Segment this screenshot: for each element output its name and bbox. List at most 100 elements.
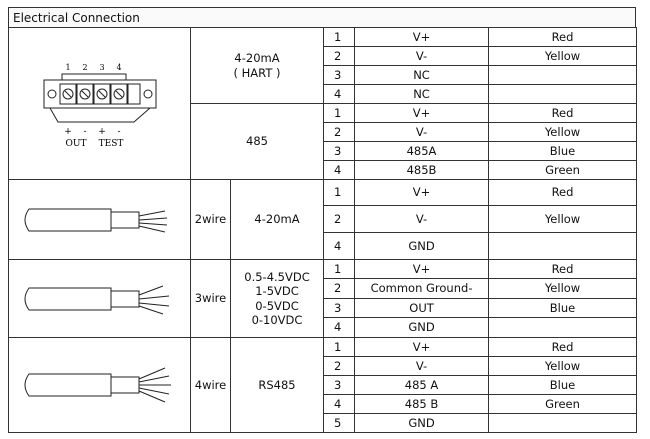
wire-color: Yellow bbox=[488, 46, 638, 66]
wire-color: Red bbox=[488, 27, 638, 47]
pin-number: 1 bbox=[323, 337, 356, 357]
pin-function: GND bbox=[354, 413, 490, 433]
pin-function: 485B bbox=[354, 160, 490, 180]
table-row: 2wire 4-20mA 1 V+ Red bbox=[8, 179, 638, 260]
terminal-sign: + bbox=[64, 127, 72, 137]
pin-number: 5 bbox=[323, 413, 356, 433]
pin-number: 2 bbox=[323, 205, 356, 233]
pin-number: 3 bbox=[323, 141, 356, 161]
wire-color: Red bbox=[488, 337, 638, 357]
pin-function: V- bbox=[354, 205, 490, 233]
wire-color bbox=[488, 317, 638, 338]
pin-number: 4 bbox=[323, 317, 356, 338]
pin-function: 485A bbox=[354, 141, 490, 161]
wire-color: Red bbox=[488, 259, 638, 279]
wire-color: Blue bbox=[488, 298, 638, 318]
terminal-block-icon: 1 2 3 4 bbox=[43, 63, 156, 149]
table-row: 3 NC bbox=[9, 65, 638, 85]
table-row: 4wire RS485 1 V+ Red bbox=[8, 337, 638, 433]
terminal-number: 1 bbox=[65, 63, 70, 72]
pin-function: GND bbox=[354, 232, 490, 260]
pin-function: NC bbox=[354, 65, 490, 85]
terminal-number: 3 bbox=[99, 63, 104, 72]
table-row: 2 V- Yellow bbox=[9, 46, 638, 66]
terminal-number: 4 bbox=[116, 63, 121, 72]
terminal-number: 2 bbox=[82, 63, 87, 72]
pin-function: V+ bbox=[354, 259, 490, 279]
wire-color: Green bbox=[488, 394, 638, 414]
table-row: 1 2 3 4 bbox=[8, 27, 638, 180]
pin-number: 2 bbox=[323, 46, 356, 66]
pin-function: NC bbox=[354, 84, 490, 104]
wire-color bbox=[488, 84, 638, 104]
pin-number: 2 bbox=[323, 122, 356, 142]
pin-function: V- bbox=[354, 46, 490, 66]
wire-color: Red bbox=[488, 179, 638, 206]
wire-color: Red bbox=[488, 103, 638, 123]
pin-number: 3 bbox=[323, 65, 356, 85]
table-row: 4 485B Green bbox=[9, 160, 638, 180]
wire-type: 4wire bbox=[190, 337, 231, 433]
wire-color: Yellow bbox=[488, 356, 638, 376]
cable-4wire-icon bbox=[24, 367, 171, 403]
terminal-block-diagram: 1 2 3 4 bbox=[8, 27, 191, 180]
signal-cell: 4-20mA( HART ) bbox=[189, 27, 325, 104]
pin-number: 2 bbox=[323, 278, 356, 299]
pin-function: V+ bbox=[354, 27, 490, 47]
signal-cell: RS485 bbox=[229, 337, 325, 433]
signal-cell: 485 bbox=[189, 103, 325, 180]
signal-cell: 0.5-4.5VDC 1-5VDC 0-5VDC 0-10VDC bbox=[229, 259, 325, 338]
cable-3wire-icon bbox=[24, 285, 169, 314]
pin-function: V+ bbox=[354, 179, 490, 206]
signal-cell: 4-20mA bbox=[229, 179, 325, 260]
pin-number: 4 bbox=[323, 84, 356, 104]
cable-3wire-diagram bbox=[8, 259, 191, 338]
table-row: 5 GND bbox=[9, 413, 638, 433]
table-row: 2 Common Ground- Yellow bbox=[9, 278, 638, 299]
wire-type: 2wire bbox=[190, 179, 231, 260]
pin-function: V+ bbox=[354, 337, 490, 357]
pin-number: 4 bbox=[323, 232, 356, 260]
wire-color: Blue bbox=[488, 141, 638, 161]
terminal-sign: - bbox=[83, 127, 86, 137]
wire-color bbox=[488, 232, 638, 260]
wire-color: Yellow bbox=[488, 122, 638, 142]
table-row: 4 NC bbox=[9, 84, 638, 104]
table-row: 4 GND bbox=[9, 317, 638, 338]
wire-type: 3wire bbox=[190, 259, 231, 338]
pin-function: GND bbox=[354, 317, 490, 338]
pin-number: 1 bbox=[323, 259, 356, 279]
pin-function: V- bbox=[354, 122, 490, 142]
wire-color bbox=[488, 413, 638, 433]
wire-color: Yellow bbox=[488, 278, 638, 299]
pin-number: 4 bbox=[323, 160, 356, 180]
pin-function: 485 B bbox=[354, 394, 490, 414]
pin-number: 4 bbox=[323, 394, 356, 414]
table-row: 2 V- Yellow bbox=[9, 356, 638, 376]
wire-color bbox=[488, 65, 638, 85]
connection-table: 1 2 3 4 bbox=[8, 27, 638, 433]
pin-number: 1 bbox=[323, 27, 356, 47]
pin-function: OUT bbox=[354, 298, 490, 318]
terminal-label-out: OUT bbox=[65, 139, 86, 149]
wire-color: Green bbox=[488, 160, 638, 180]
table-row: 2 V- Yellow bbox=[9, 205, 638, 233]
pin-function: Common Ground- bbox=[354, 278, 490, 299]
pin-function: V- bbox=[354, 356, 490, 376]
table-row: 4 GND bbox=[9, 232, 638, 260]
cable-4wire-diagram bbox=[8, 337, 191, 433]
table-row: 3wire 0.5-4.5VDC 1-5VDC 0-5VDC 0-10VDC 1… bbox=[8, 259, 638, 338]
terminal-sign: - bbox=[117, 127, 120, 137]
wire-color: Yellow bbox=[488, 205, 638, 233]
pin-number: 2 bbox=[323, 356, 356, 376]
connection-panel: Electrical Connection 1 2 3 4 bbox=[8, 7, 638, 433]
terminal-label-test: TEST bbox=[98, 139, 123, 149]
pin-number: 1 bbox=[323, 103, 356, 123]
pin-function: 485 A bbox=[354, 375, 490, 395]
pin-number: 3 bbox=[323, 375, 356, 395]
pin-function: V+ bbox=[354, 103, 490, 123]
terminal-sign: + bbox=[98, 127, 106, 137]
panel-title: Electrical Connection bbox=[8, 7, 636, 27]
wire-color: Blue bbox=[488, 375, 638, 395]
cable-2wire-icon bbox=[24, 208, 167, 232]
